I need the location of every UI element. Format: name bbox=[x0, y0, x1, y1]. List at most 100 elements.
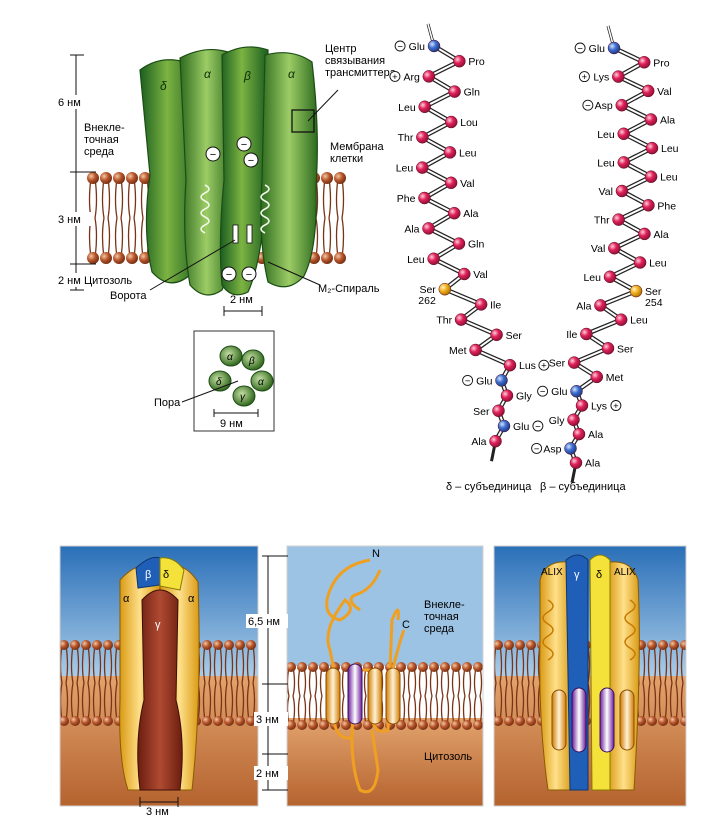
amino-acid-residue bbox=[617, 127, 630, 141]
amino-acid-residue bbox=[601, 342, 615, 355]
residue-label: Ala bbox=[576, 300, 591, 312]
residue-label: Leu bbox=[583, 272, 601, 284]
charge-sign: + bbox=[613, 401, 619, 412]
charge-marker bbox=[462, 374, 474, 386]
amino-acid-residue bbox=[607, 41, 621, 55]
delta-subunit-chain: Glu−ProArg+GlnLeuLouThrLeuLeuValPheAlaAl… bbox=[389, 23, 550, 462]
amino-acid-residue bbox=[615, 184, 629, 198]
amino-acid-residue bbox=[642, 199, 655, 212]
panel1-label: α bbox=[188, 593, 195, 605]
amino-acid-residue bbox=[454, 313, 468, 326]
scale-label: 6 нм bbox=[58, 97, 81, 109]
amino-acid-residue bbox=[615, 98, 629, 112]
charge-sign: − bbox=[246, 269, 252, 281]
residue-label: Leu bbox=[649, 258, 667, 270]
residue-label: Val bbox=[599, 186, 613, 198]
charge-marker bbox=[532, 420, 544, 432]
amino-acid-residue bbox=[422, 222, 435, 235]
residue-label: Lus bbox=[519, 360, 536, 372]
residue-label: Val bbox=[460, 178, 474, 190]
amino-acid-residue bbox=[469, 343, 482, 357]
width-label: 2 нм bbox=[230, 294, 253, 306]
amino-acid-residue bbox=[590, 370, 604, 384]
residue-label: Thr bbox=[594, 215, 610, 227]
residue-label: Glu bbox=[589, 43, 606, 55]
charge-sign: − bbox=[465, 376, 471, 387]
charge-sign: − bbox=[248, 155, 254, 167]
peptide-topology bbox=[325, 558, 406, 794]
amino-acid-residue bbox=[503, 358, 517, 372]
receptor-body bbox=[139, 46, 318, 296]
amino-acid-residue bbox=[645, 141, 659, 155]
panel1-label: γ bbox=[155, 619, 161, 631]
pore-label: Пора bbox=[154, 397, 181, 409]
charge-marker bbox=[537, 385, 549, 397]
charge-marker bbox=[389, 70, 401, 82]
amino-acid-residue bbox=[638, 227, 651, 241]
charge-sign: + bbox=[582, 72, 588, 83]
charge-sign: + bbox=[541, 361, 547, 372]
panel1-label: β bbox=[145, 569, 151, 581]
amino-acid-residue bbox=[644, 113, 658, 126]
amino-acid-residue bbox=[443, 146, 457, 159]
leader-line bbox=[181, 380, 239, 403]
amino-acid-residue bbox=[418, 100, 431, 114]
panel-receptor-model: β δ α γ α 3 нм bbox=[59, 545, 259, 818]
charge-sign: − bbox=[210, 149, 216, 161]
amino-acid-residue bbox=[608, 241, 621, 255]
receptor-scale bbox=[70, 54, 96, 291]
charge-sign: − bbox=[534, 444, 540, 455]
residue-label: Glu bbox=[551, 386, 568, 398]
residue-label: Lys bbox=[591, 401, 607, 413]
pore-subunit-label: α bbox=[227, 352, 233, 363]
subunit-label: α bbox=[204, 67, 212, 81]
subunit-label: δ bbox=[160, 79, 167, 93]
charge-sign: − bbox=[540, 387, 546, 398]
residue-label: Lou bbox=[460, 117, 478, 129]
leader-line bbox=[307, 89, 339, 122]
residue-label: Gln bbox=[464, 87, 481, 99]
pore-subunit-label: γ bbox=[240, 392, 246, 403]
amino-acid-residue bbox=[444, 115, 458, 129]
width-scale bbox=[223, 306, 263, 316]
binding-site-marker bbox=[291, 109, 315, 133]
beta-subunit-chain: Glu−ProLys+ValAsp−AlaLeuLeuLeuLeuValPheT… bbox=[531, 25, 679, 483]
scale-label: 2 нм bbox=[58, 275, 81, 287]
residue-label: Ala bbox=[585, 458, 600, 470]
residue-label: Pro bbox=[468, 56, 485, 68]
pore-subunit-label: α bbox=[258, 377, 264, 388]
charge-marker bbox=[582, 99, 594, 111]
receptor-diagram: δ α β α − − − − − 6 нм 3 нм 2 нм Внекл bbox=[56, 43, 397, 316]
charge-sign: − bbox=[241, 139, 247, 151]
amino-acid-residue bbox=[570, 384, 583, 398]
charge-marker bbox=[610, 400, 622, 411]
leader-line bbox=[267, 261, 321, 286]
amino-acid-residue bbox=[580, 327, 593, 341]
amino-acid-residue bbox=[641, 84, 655, 98]
amino-acid-residue bbox=[427, 252, 440, 266]
amino-acid-residue bbox=[564, 442, 577, 455]
residue-label: Val bbox=[591, 243, 605, 255]
scale-label: 2 нм bbox=[256, 768, 279, 780]
amino-acid-residue bbox=[416, 161, 429, 174]
residue-label: Glu bbox=[513, 421, 530, 433]
amino-acid-residue bbox=[427, 39, 441, 53]
charge-marker bbox=[394, 40, 406, 52]
charge-sign: − bbox=[577, 44, 583, 55]
residue-label: Ser bbox=[473, 406, 490, 418]
panel3-label: ALIX bbox=[541, 567, 563, 578]
residue-label: Ser bbox=[549, 358, 566, 370]
panel-helix-model: ALIX γ δ ALIX bbox=[493, 545, 687, 807]
subunit-label: α bbox=[288, 67, 296, 81]
residue-label: Val bbox=[657, 86, 671, 98]
residue-label: Phe bbox=[657, 200, 676, 212]
amino-acid-residue bbox=[567, 413, 580, 427]
amino-acid-residue bbox=[569, 456, 583, 469]
amino-acid-residue bbox=[416, 130, 429, 144]
amino-acid-residue bbox=[422, 70, 436, 83]
